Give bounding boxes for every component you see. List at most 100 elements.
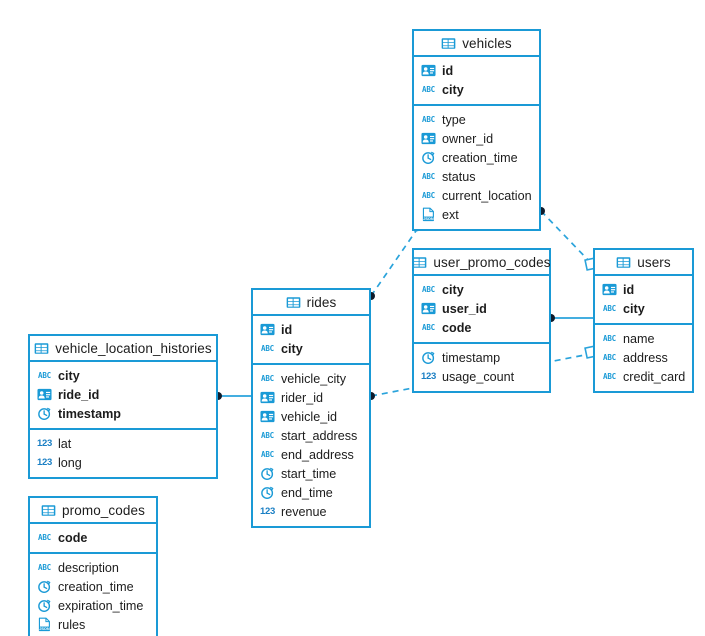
field-label: id (281, 322, 293, 337)
primary-key-field-ride_id[interactable]: ride_id (30, 385, 216, 404)
clock-icon (37, 579, 52, 594)
edge-vehicle_location_histories-rides[interactable] (214, 392, 251, 400)
field-label: city (58, 368, 80, 383)
field-creation_time[interactable]: creation_time (30, 577, 156, 596)
field-label: long (58, 455, 82, 470)
field-vehicle_id[interactable]: vehicle_id (253, 407, 369, 426)
abc-string-icon: ABC (422, 171, 435, 181)
svg-text:JSON: JSON (423, 217, 434, 221)
table-icon (41, 503, 56, 518)
field-label: creation_time (442, 150, 518, 165)
field-label: vehicle_city (281, 371, 347, 386)
table-icon (616, 255, 631, 270)
table-header-vehicle_location_histories[interactable]: vehicle_location_histories (30, 336, 216, 362)
field-timestamp[interactable]: timestamp (414, 348, 549, 367)
field-label: city (281, 341, 303, 356)
field-label: type (442, 112, 466, 127)
primary-key-field-user_id[interactable]: user_id (414, 299, 549, 318)
field-start_time[interactable]: start_time (253, 464, 369, 483)
field-label: city (442, 282, 464, 297)
primary-key-field-timestamp[interactable]: timestamp (30, 404, 216, 423)
primary-key-field-city[interactable]: ABC city (30, 366, 216, 385)
table-header-vehicles[interactable]: vehicles (414, 31, 539, 57)
field-label: city (442, 82, 464, 97)
table-header-promo_codes[interactable]: promo_codes (30, 498, 156, 524)
field-label: name (623, 331, 655, 346)
field-label: rider_id (281, 390, 323, 405)
id-card-icon (260, 390, 275, 405)
table-header-rides[interactable]: rides (253, 290, 369, 316)
field-owner_id[interactable]: owner_id (414, 129, 539, 148)
clock-icon (421, 350, 436, 365)
123-number-icon: 123 (421, 370, 436, 382)
field-label: vehicle_id (281, 409, 338, 424)
table-header-users[interactable]: users (595, 250, 692, 276)
field-rider_id[interactable]: rider_id (253, 388, 369, 407)
primary-key-field-id[interactable]: id (414, 61, 539, 80)
field-label: timestamp (442, 350, 501, 365)
json-document-icon: JSON (421, 207, 436, 222)
table-icon (286, 295, 301, 310)
table-header-user_promo_codes[interactable]: user_promo_codes (413, 250, 550, 276)
edge-user_promo_codes-users[interactable] (547, 314, 593, 322)
field-label: creation_time (58, 579, 134, 594)
abc-string-icon: ABC (38, 370, 51, 380)
field-label: start_address (281, 428, 358, 443)
field-label: description (58, 560, 119, 575)
field-label: id (442, 63, 454, 78)
clock-icon (260, 485, 275, 500)
clock-icon (37, 406, 52, 421)
field-label: id (623, 282, 635, 297)
abc-string-icon: ABC (38, 532, 51, 542)
primary-key-field-code[interactable]: ABC code (30, 528, 156, 547)
123-number-icon: 123 (260, 505, 275, 517)
abc-string-icon: ABC (603, 352, 616, 362)
primary-key-field-city[interactable]: ABC city (253, 339, 369, 358)
table-name: users (637, 254, 671, 270)
field-label: start_time (281, 466, 337, 481)
field-vehicle_city[interactable]: ABC vehicle_city (253, 369, 369, 388)
clock-icon (260, 466, 275, 481)
field-label: code (442, 320, 472, 335)
field-expiration_time[interactable]: expiration_time (30, 596, 156, 615)
id-card-icon (421, 63, 436, 78)
field-label: code (58, 530, 88, 545)
field-label: rules (58, 617, 86, 632)
abc-string-icon: ABC (261, 343, 274, 353)
primary-key-field-id[interactable]: id (253, 320, 369, 339)
id-card-icon (602, 282, 617, 297)
field-creation_time[interactable]: creation_time (414, 148, 539, 167)
abc-string-icon: ABC (261, 373, 274, 383)
primary-key-field-id[interactable]: id (595, 280, 692, 299)
field-end_time[interactable]: end_time (253, 483, 369, 502)
